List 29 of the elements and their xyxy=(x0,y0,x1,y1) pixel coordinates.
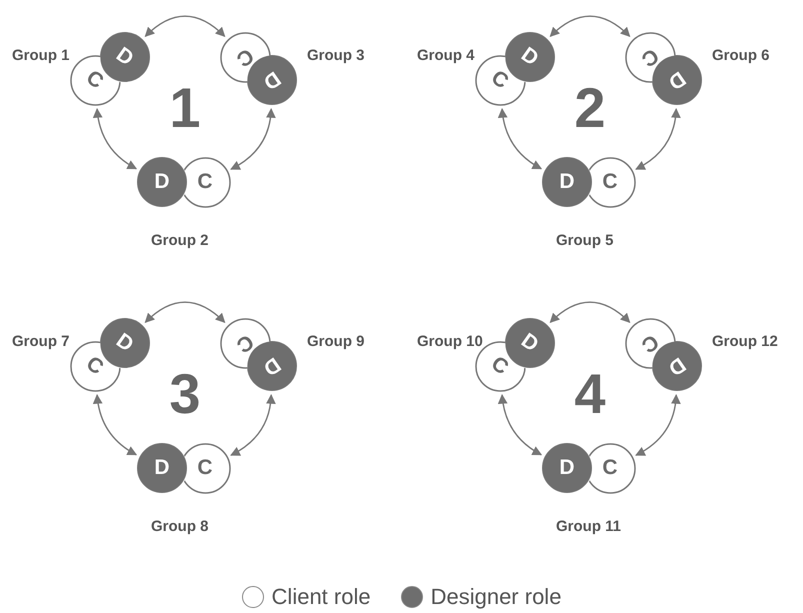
double-arrow xyxy=(144,302,226,323)
double-arrow xyxy=(93,394,138,456)
group-label: Group 11 xyxy=(556,518,622,535)
group-label: Group 1 xyxy=(12,47,70,64)
double-arrow xyxy=(498,108,542,170)
double-arrow xyxy=(144,16,226,37)
legend-text: Client role xyxy=(272,584,371,610)
group-label: Group 8 xyxy=(151,518,209,535)
double-arrow xyxy=(498,394,542,456)
scenario-number: 4 xyxy=(573,361,607,426)
group-label: Group 4 xyxy=(417,47,475,64)
scenario-number: 3 xyxy=(168,361,202,426)
group-label: Group 9 xyxy=(307,333,365,350)
double-arrow xyxy=(635,108,680,170)
group-label: Group 2 xyxy=(151,232,209,249)
double-arrow xyxy=(93,108,138,170)
group-label: Group 12 xyxy=(712,333,778,350)
group-label: Group 7 xyxy=(12,333,70,350)
double-arrow xyxy=(230,394,276,456)
group-label: Group 5 xyxy=(556,232,614,249)
scenario-number: 1 xyxy=(168,75,202,140)
double-arrow xyxy=(550,302,630,323)
legend-text: Designer role xyxy=(430,584,562,610)
group-label: Group 6 xyxy=(712,47,770,64)
group-label: Group 3 xyxy=(307,47,365,64)
scenario-number: 2 xyxy=(573,75,607,140)
double-arrow xyxy=(635,394,680,456)
double-arrow xyxy=(550,16,630,37)
double-arrow xyxy=(230,108,276,170)
